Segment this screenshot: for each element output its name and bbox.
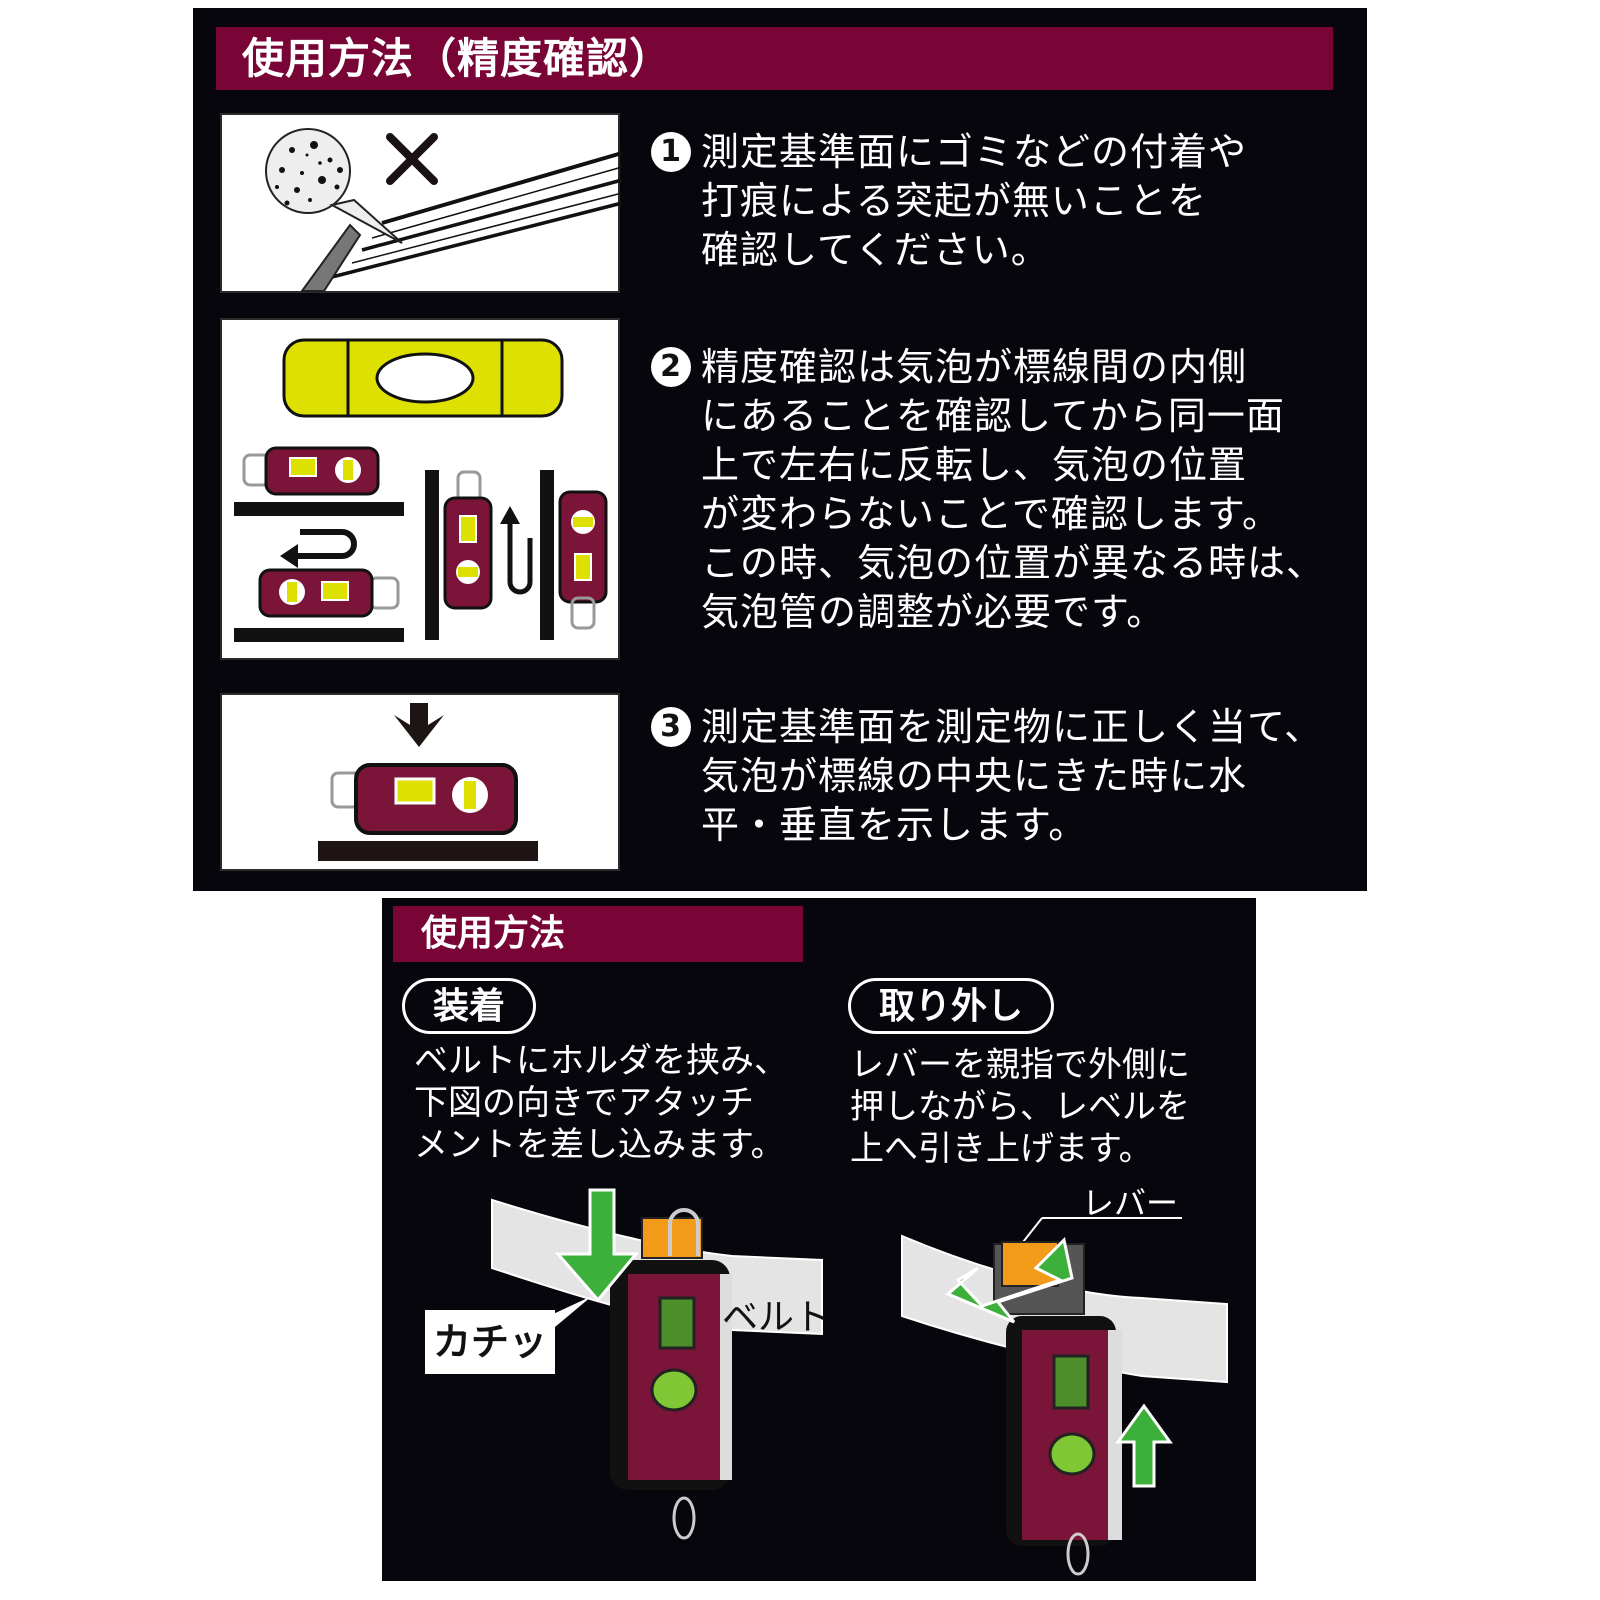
reverse-arrow-icon xyxy=(280,544,298,568)
push-lever-arrow-icon xyxy=(945,1236,1074,1324)
flip-arrow-icon xyxy=(500,506,520,524)
usage-panel: 使用方法 装着 ベルトにホルダを挟み、 下図の向きでアタッチ メントを差し込みま… xyxy=(382,898,1256,1581)
step-number-badge: 2 xyxy=(651,347,691,387)
section-title: 使用方法 xyxy=(393,906,803,962)
reversal-illustration xyxy=(234,338,608,642)
step-text-line: 測定基準面を測定物に正しく当て、 xyxy=(701,705,1324,749)
step-text-line: 精度確認は気泡が標線間の内側 xyxy=(701,345,1248,389)
accuracy-check-panel: 使用方法（精度確認） xyxy=(193,8,1367,891)
step-text-line: 平・垂直を示します。 xyxy=(701,803,1088,847)
section-title: 使用方法（精度確認） xyxy=(216,27,1333,90)
remove-illustration xyxy=(901,1217,1228,1576)
desc-line: メントを差し込みます。 xyxy=(414,1125,785,1165)
level-icon xyxy=(258,568,400,618)
remove-description: レバーを親指で外側に 押しながら、レベルを 上へ引き上げます。 xyxy=(850,1044,1190,1170)
step-text-line: 上で左右に反転し、気泡の位置 xyxy=(701,443,1248,487)
down-arrow-icon xyxy=(394,703,444,747)
figure-measure xyxy=(220,693,620,871)
level-icon xyxy=(443,470,493,610)
level-icon xyxy=(558,490,608,630)
measure-illustration xyxy=(318,703,538,861)
step-text-line: 確認してください。 xyxy=(701,228,1050,272)
click-callout: カチッ xyxy=(425,1310,555,1374)
desc-line: レバーを親指で外側に xyxy=(850,1045,1190,1085)
step-text-line: にあることを確認してから同一面 xyxy=(701,394,1285,438)
figure-dirt-check xyxy=(220,113,623,293)
step-text-line: 気泡管の調整が必要です。 xyxy=(701,590,1166,634)
x-mark-icon xyxy=(386,133,438,185)
belt-label: ベルト xyxy=(722,1297,831,1338)
step-number-badge: 1 xyxy=(651,132,691,172)
step-number-badge: 3 xyxy=(651,707,691,747)
step-text-line: この時、気泡の位置が異なる時は、 xyxy=(701,541,1326,585)
attach-description: ベルトにホルダを挟み、 下図の向きでアタッチ メントを差し込みます。 xyxy=(414,1040,788,1166)
attach-label: 装着 xyxy=(402,978,537,1034)
pull-up-arrow-icon xyxy=(1115,1403,1173,1488)
remove-label: 取り外し xyxy=(848,978,1055,1034)
step-text-line: が変わらないことで確認します。 xyxy=(701,492,1282,536)
desc-line: 下図の向きでアタッチ xyxy=(414,1083,754,1123)
dirt-illustration xyxy=(265,128,623,292)
insert-arrow-icon xyxy=(554,1188,640,1303)
step-text-line: 気泡が標線の中央にきた時に水 xyxy=(701,754,1248,798)
magnifier-circle xyxy=(265,128,351,214)
desc-line: 押しながら、レベルを xyxy=(850,1087,1190,1127)
desc-line: ベルトにホルダを挟み、 xyxy=(414,1041,788,1081)
level-icon xyxy=(330,763,518,835)
step-text-line: 打痕による突起が無いことを xyxy=(701,179,1207,223)
level-icon xyxy=(242,446,380,496)
figure-reversal-check xyxy=(220,318,620,660)
step-text-line: 測定基準面にゴミなどの付着や xyxy=(701,130,1248,174)
desc-line: 上へ引き上げます。 xyxy=(850,1129,1153,1169)
lever-label: レバー xyxy=(1082,1184,1179,1222)
attach-illustration xyxy=(491,1188,823,1540)
